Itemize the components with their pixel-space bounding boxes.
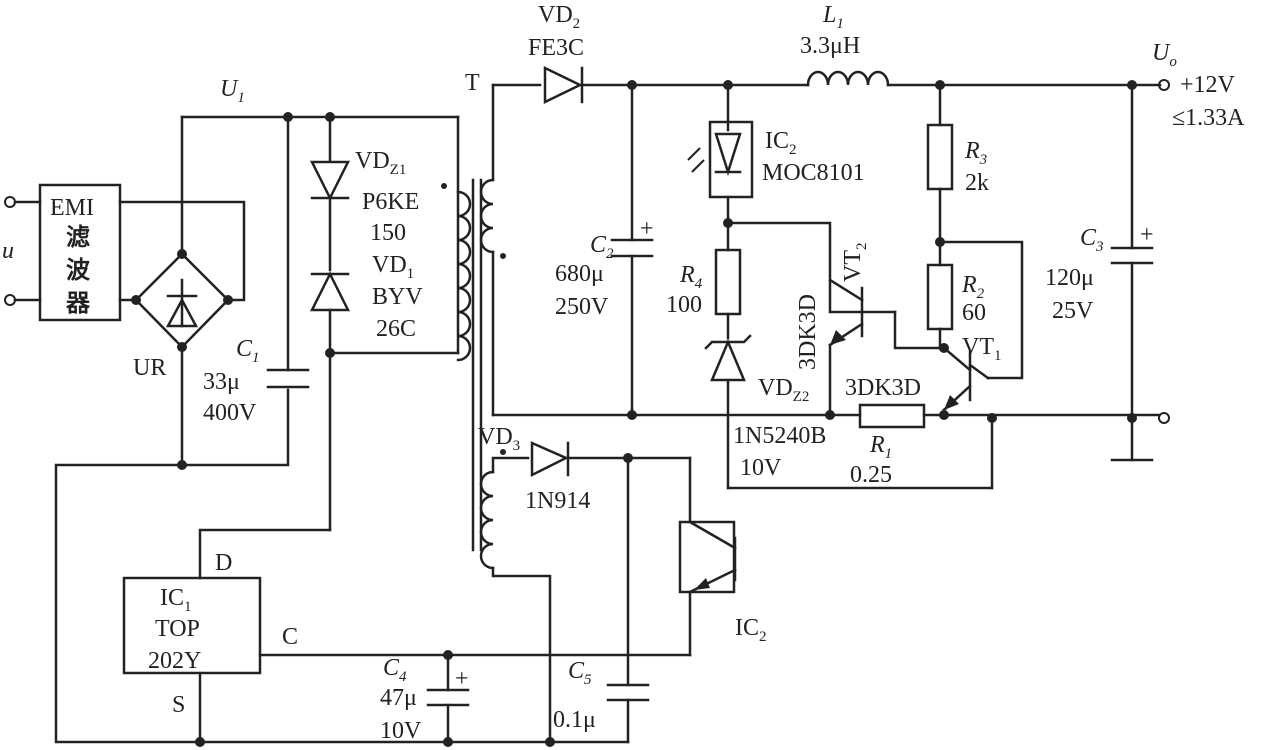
capacitor-c3 <box>1110 246 1154 265</box>
c2-label: C2 <box>590 232 614 262</box>
vt2-label: VT2 <box>840 243 870 283</box>
c1-value: 33μ <box>203 369 240 395</box>
c5-value: 0.1μ <box>553 707 596 733</box>
vd2-label: VD2 <box>538 2 580 32</box>
vdz2-label: VDZ2 <box>758 375 809 405</box>
r4-label: R4 <box>679 262 703 292</box>
transformer-secondary <box>479 178 506 259</box>
vdz1-part-2: 150 <box>370 220 406 246</box>
capacitor-c1 <box>266 368 310 389</box>
c1-label: C1 <box>236 336 260 366</box>
emi-filter: EMI 滤 波 器 <box>38 183 122 322</box>
vd2-part: FE3C <box>528 35 584 61</box>
uo-voltage: +12V <box>1180 72 1236 98</box>
c4-plus: + <box>455 666 469 692</box>
c1-voltage: 400V <box>203 400 257 426</box>
vdz2-voltage: 10V <box>740 455 782 481</box>
capacitor-c4 <box>426 688 470 707</box>
vt2-part: 3DK3D <box>795 294 821 370</box>
ic1-label: IC1 <box>160 585 192 615</box>
ic1-part-1: TOP <box>155 616 200 642</box>
optocoupler-led <box>687 120 754 199</box>
diode-vd1 <box>309 271 351 312</box>
c5-label: C5 <box>568 658 592 688</box>
ic1-top202y <box>122 576 262 675</box>
zener-vdz2 <box>704 334 752 382</box>
vt1-part: 3DK3D <box>845 375 921 401</box>
c4-value: 47μ <box>380 685 417 711</box>
input-terminals <box>4 196 42 306</box>
vdz1-label: VDZ1 <box>355 148 406 178</box>
transformer-bias-winding <box>479 449 506 570</box>
vd3-part: 1N914 <box>525 488 590 514</box>
r3-value: 2k <box>965 170 989 196</box>
ic2-led-label: IC2 <box>765 128 797 158</box>
c4-voltage: 10V <box>380 718 422 744</box>
diode-vd3 <box>530 441 570 478</box>
optocoupler-transistor <box>678 520 737 594</box>
r2-value: 60 <box>962 300 986 326</box>
r1-value: 0.25 <box>850 462 892 488</box>
transformer-label: T <box>465 70 480 96</box>
l1-label: L1 <box>822 2 844 32</box>
vd1-part-2: 26C <box>376 316 416 342</box>
resistor-r4 <box>714 248 742 316</box>
c2-voltage: 250V <box>555 294 609 320</box>
r3-label: R3 <box>964 138 987 168</box>
emi-filter-char-1: 滤 <box>66 223 90 251</box>
ic2-transistor-label: IC2 <box>735 615 767 645</box>
bridge-label: UR <box>133 355 166 381</box>
emi-filter-label: EMI <box>50 195 94 221</box>
c2-value: 680μ <box>555 261 604 287</box>
vd1-part: BYV <box>372 284 423 310</box>
pin-d-label: D <box>215 550 232 576</box>
vt1-label: VT1 <box>962 334 1002 364</box>
emi-filter-char-2: 波 <box>66 256 91 284</box>
uo-current: ≤1.33A <box>1172 105 1245 131</box>
c4-label: C4 <box>383 655 407 685</box>
capacitor-c2 <box>610 238 654 258</box>
c3-value: 120μ <box>1045 265 1094 291</box>
pin-s-label: S <box>172 692 185 718</box>
l1-value: 3.3μH <box>800 33 860 59</box>
transformer-primary <box>441 183 472 362</box>
resistor-r2 <box>926 263 954 331</box>
u1-label: U1 <box>220 76 245 106</box>
resistor-r3 <box>926 123 954 191</box>
c3-voltage: 25V <box>1052 298 1094 324</box>
c2-plus: + <box>640 216 654 242</box>
diode-vd2 <box>543 66 584 104</box>
vdz2-part: 1N5240B <box>733 423 826 449</box>
vd1-label: VD1 <box>372 252 414 282</box>
ic2-led-part: MOC8101 <box>762 160 865 186</box>
ic1-part-2: 202Y <box>148 648 201 674</box>
uo-label: Uo <box>1152 40 1177 70</box>
r1-label: R1 <box>869 432 892 462</box>
zener-vdz1 <box>309 160 351 201</box>
inductor-l1 <box>806 70 890 87</box>
transistor-vt1 <box>942 346 990 412</box>
c3-plus: + <box>1140 222 1154 248</box>
pin-c-label: C <box>282 624 298 650</box>
c3-label: C3 <box>1080 225 1104 255</box>
bridge-rectifier <box>131 249 233 352</box>
capacitor-c5 <box>606 683 650 702</box>
transistor-vt2 <box>828 278 897 347</box>
r2-label: R2 <box>961 272 985 302</box>
r4-value: 100 <box>666 292 702 318</box>
input-voltage-label: u <box>2 238 14 264</box>
emi-filter-char-3: 器 <box>65 289 91 317</box>
resistor-r1 <box>858 403 926 429</box>
vd3-label: VD3 <box>478 424 520 454</box>
vdz1-part: P6KE <box>362 189 419 215</box>
